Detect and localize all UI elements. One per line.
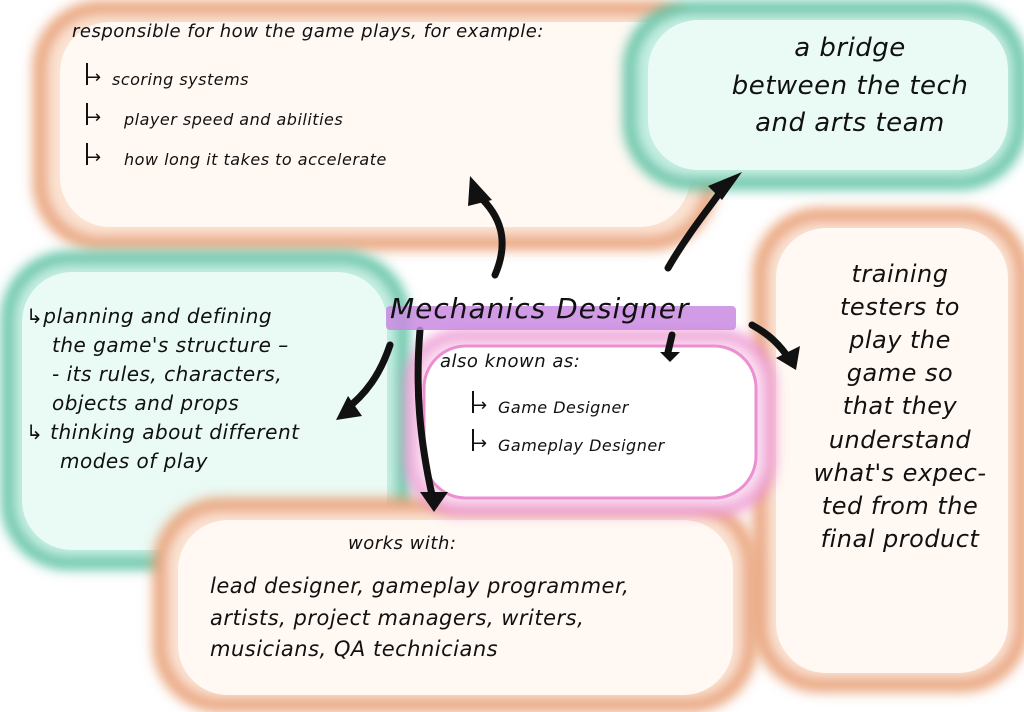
training-section: training testers to play the game so tha… [790,258,1010,556]
training-line: testers to [840,293,960,322]
aka-item: Game Designer [458,390,740,417]
aka-heading: also known as: [440,351,581,372]
training-line: ted from the [821,491,979,520]
responsible-item: scoring systems [72,62,692,89]
responsible-section: responsible for how the game plays, for … [72,21,692,170]
training-line: game so [846,359,954,388]
works-heading: works with: [348,533,457,554]
bridge-line: a bridge [794,33,906,63]
title-text: Mechanics Designer [390,292,690,325]
training-line: understand [828,425,972,454]
responsible-item: how long it takes to accelerate [72,143,692,170]
training-line: training [851,260,949,288]
planning-section: ↳planning and defining the game's struct… [26,302,396,476]
works-section: works with: lead designer, gameplay prog… [210,530,730,666]
training-line: play the [849,326,951,355]
bridge-line: between the tech [731,70,969,101]
works-line: musicians, QA technicians [210,637,499,661]
planning-line: the game's structure – [52,333,289,357]
responsible-item: player speed and abilities [72,102,692,129]
planning-line: - its rules, characters, [52,362,283,386]
planning-line: ↳ thinking about different [26,420,300,444]
responsible-list: scoring systems player speed and abiliti… [72,62,692,170]
center-title: Mechanics Designer [378,290,738,334]
training-line: final product [820,524,980,553]
arrow-to-training [748,321,794,364]
arrow-to-aka [664,331,676,356]
title-highlight [386,306,736,330]
bridge-section: a bridge between the tech and arts team [685,30,1015,143]
planning-line: ↳planning and defining [26,304,273,328]
training-line: what's expec- [813,458,987,487]
responsible-heading: responsible for how the game plays, for … [72,21,544,42]
planning-line: modes of play [60,449,208,473]
arrow-to-bridge [664,181,729,272]
training-line: that they [842,392,958,421]
aka-item: Gameplay Designer [458,428,740,455]
aka-list: Game Designer Gameplay Designer [458,390,740,456]
arrow-to-works [414,326,436,499]
planning-line: objects and props [52,391,240,415]
arrow-to-responsible [474,191,506,279]
aka-section: also known as: Game Designer Gameplay De… [440,351,740,456]
works-line: lead designer, gameplay programmer, [210,574,630,598]
works-line: artists, project managers, writers, [210,605,585,630]
bridge-line: and arts team [755,108,945,139]
